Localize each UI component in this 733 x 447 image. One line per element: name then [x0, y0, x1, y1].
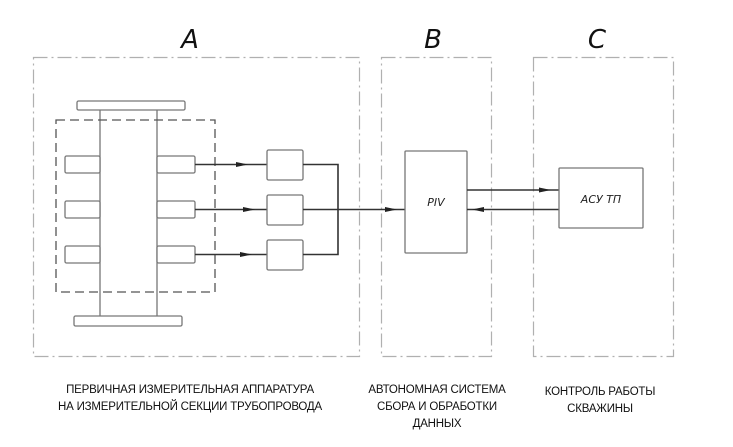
zone-a-caption: ПЕРВИЧНАЯ ИЗМЕРИТЕЛЬНАЯ АППАРАТУРА НА ИЗ… [20, 382, 360, 416]
pipe-bottom-flange [73, 315, 183, 327]
piv-label: PIV [427, 196, 446, 209]
zone-b-letter: B [424, 25, 442, 55]
pipe-top-flange [76, 100, 186, 111]
sensor-left-3 [64, 245, 101, 264]
zone-c-frame [532, 56, 675, 358]
arrow-icon [385, 207, 397, 212]
converter-box-3 [266, 239, 304, 271]
sensor-left-2 [64, 200, 101, 219]
caption-line: СБОРА И ОБРАБОТКИ [377, 401, 497, 413]
acs-label: АСУ ТП [580, 193, 621, 206]
zone-a-frame [32, 56, 361, 358]
caption-line: СКВАЖИНЫ [567, 403, 633, 415]
caption-line: НА ИЗМЕРИТЕЛЬНОЙ СЕКЦИИ ТРУБОПРОВОДА [58, 401, 322, 413]
caption-line: АВТОНОМНАЯ СИСТЕМА [368, 384, 506, 396]
arrow-icon [236, 162, 248, 167]
piv-block [404, 150, 468, 254]
arrow-icon [539, 187, 551, 193]
arrow-icon [240, 252, 252, 257]
sensor-left-1 [64, 155, 101, 174]
sensor-right-3 [156, 245, 196, 264]
caption-line: ДАННЫХ [412, 418, 462, 430]
caption-line: ПЕРВИЧНАЯ ИЗМЕРИТЕЛЬНАЯ АППАРАТУРА [66, 384, 314, 396]
arrow-icon [472, 207, 484, 212]
converter-box-2 [266, 194, 304, 226]
zone-b-frame [380, 56, 493, 358]
caption-line: КОНТРОЛЬ РАБОТЫ [544, 386, 656, 398]
sensor-right-2 [156, 200, 196, 219]
zone-c-caption: КОНТРОЛЬ РАБОТЫ СКВАЖИНЫ [530, 384, 670, 418]
zone-a-letter: A [179, 25, 199, 55]
acs-block [558, 167, 644, 229]
sensor-right-1 [156, 155, 196, 174]
arrow-icon [243, 207, 255, 212]
converter-box-1 [266, 149, 304, 181]
measuring-section-box [55, 119, 216, 293]
zone-c-letter: C [588, 25, 607, 55]
zone-b-caption: АВТОНОМНАЯ СИСТЕМА СБОРА И ОБРАБОТКИ ДАН… [352, 382, 522, 433]
